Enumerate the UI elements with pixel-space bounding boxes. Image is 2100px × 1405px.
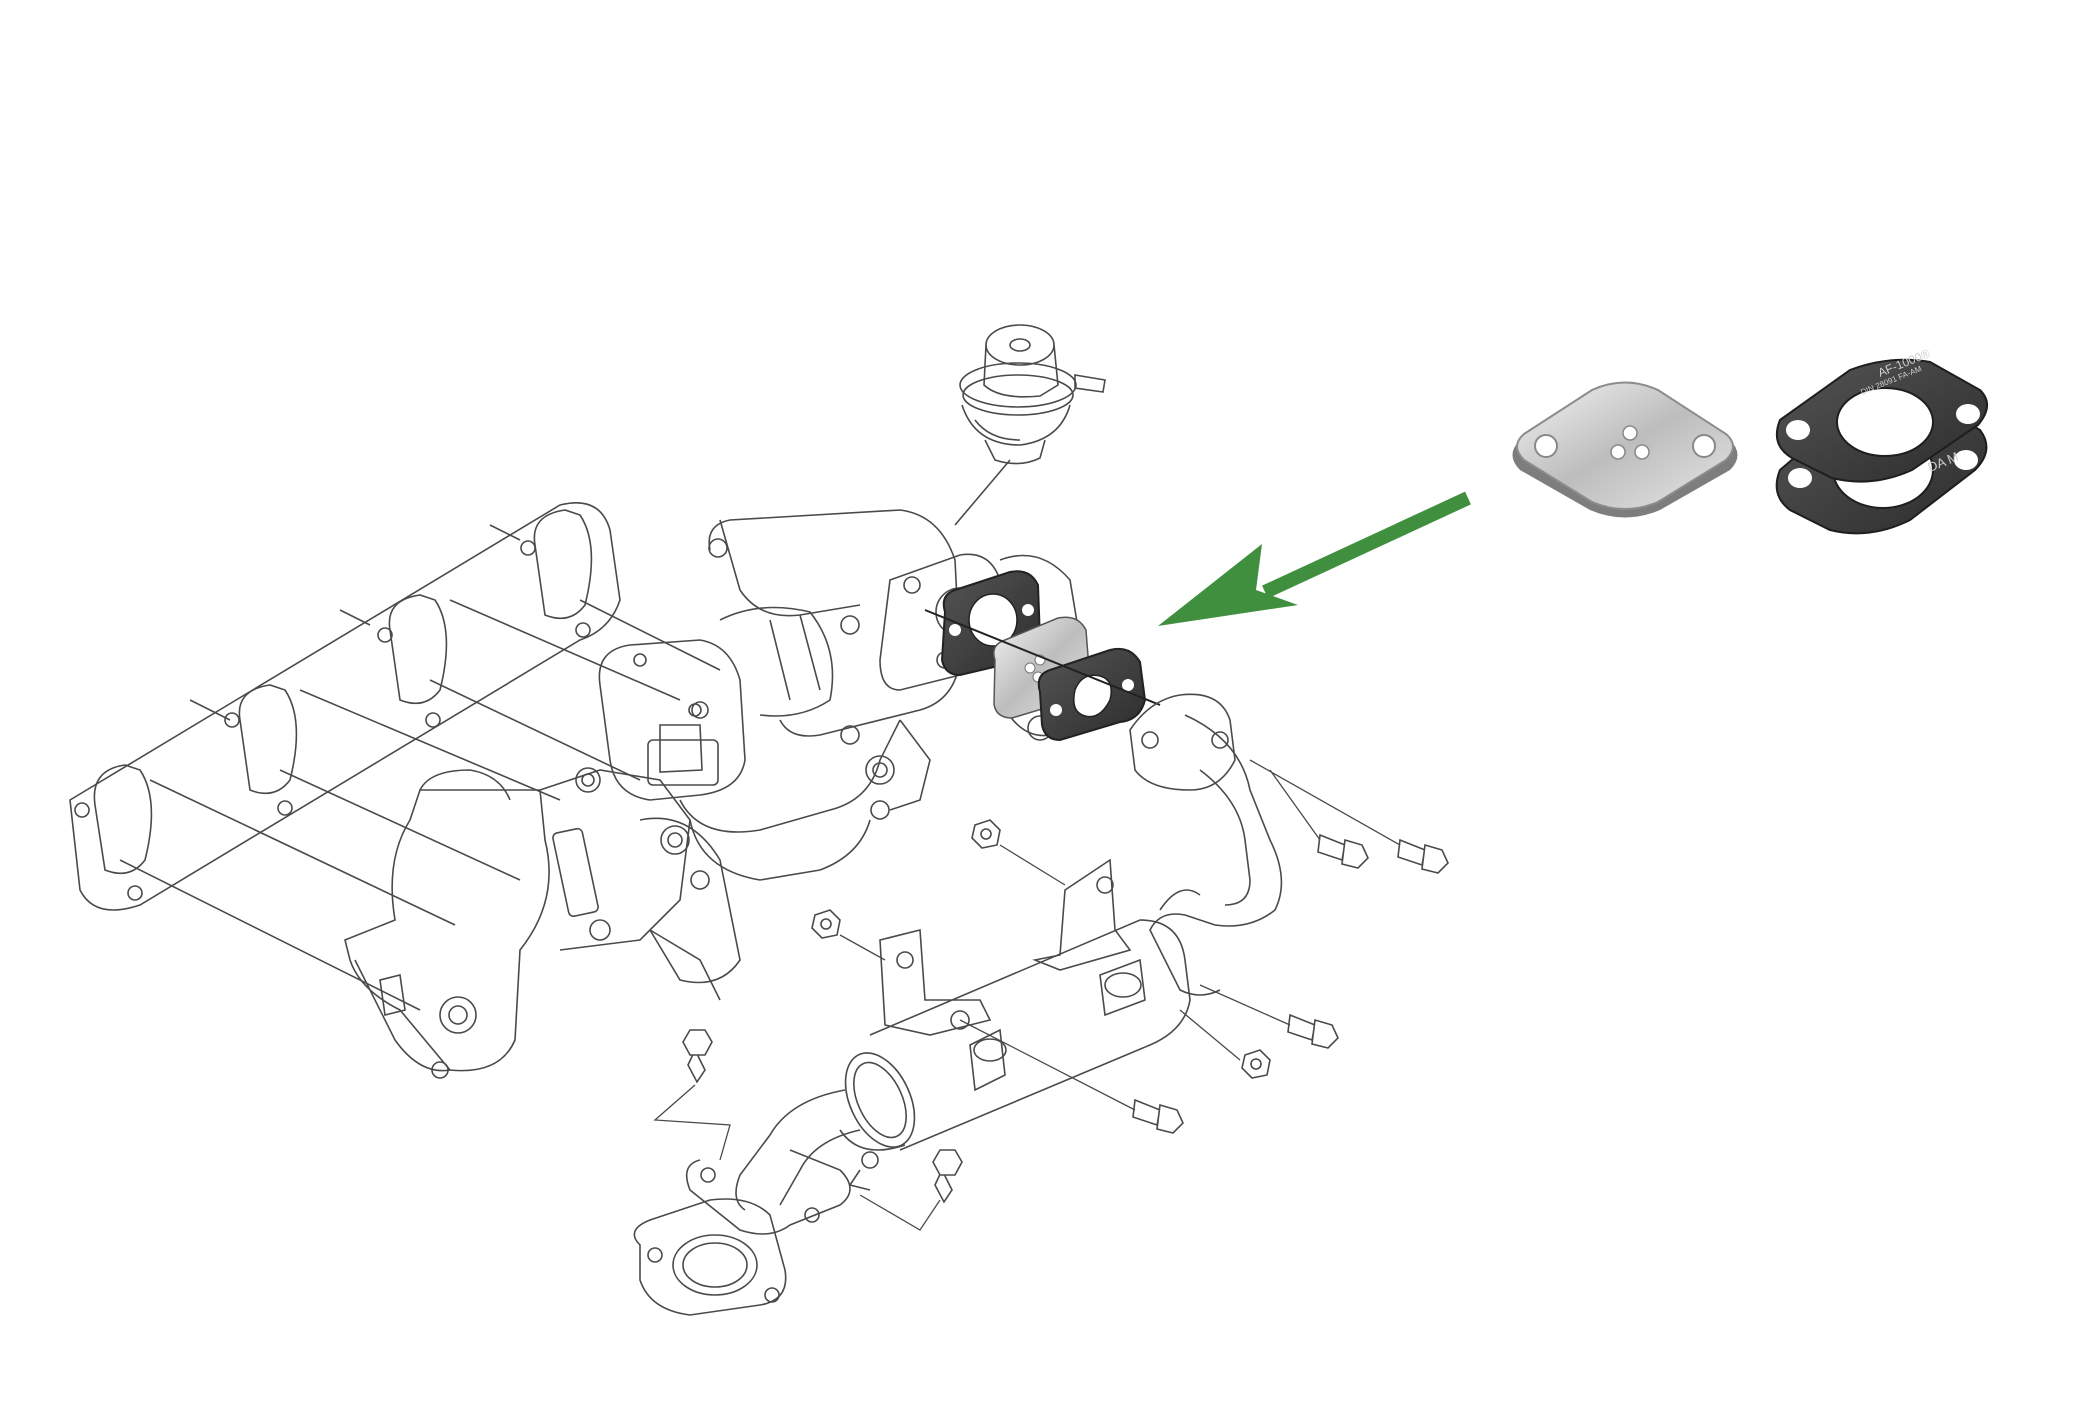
egr-cooler (839, 858, 1191, 1151)
diagram-gasket-2 (1037, 647, 1147, 742)
indicator-arrow (1158, 491, 1471, 626)
egr-pipe-lower (633, 1089, 879, 1316)
alignment-line (924, 609, 1161, 706)
bolt-1 (1317, 833, 1369, 869)
nut-1 (971, 819, 1001, 849)
product-gasket-upper: AF-1000® DA M DIN 28091 FA-AM (1776, 346, 1988, 483)
nut-3 (1241, 1049, 1271, 1079)
egr-pipe-upper (1129, 693, 1283, 996)
bolt-4 (1132, 1098, 1184, 1134)
vacuum-actuator (954, 324, 1106, 526)
bolt-2 (1397, 838, 1449, 874)
fasteners (653, 759, 1449, 1231)
intake-manifold (69, 501, 741, 1079)
bolt-5 (682, 1029, 713, 1084)
product-blanking-plate (1512, 381, 1738, 518)
nut-2 (811, 909, 841, 939)
bolt-3 (1287, 1013, 1339, 1049)
bolt-6 (932, 1149, 963, 1204)
